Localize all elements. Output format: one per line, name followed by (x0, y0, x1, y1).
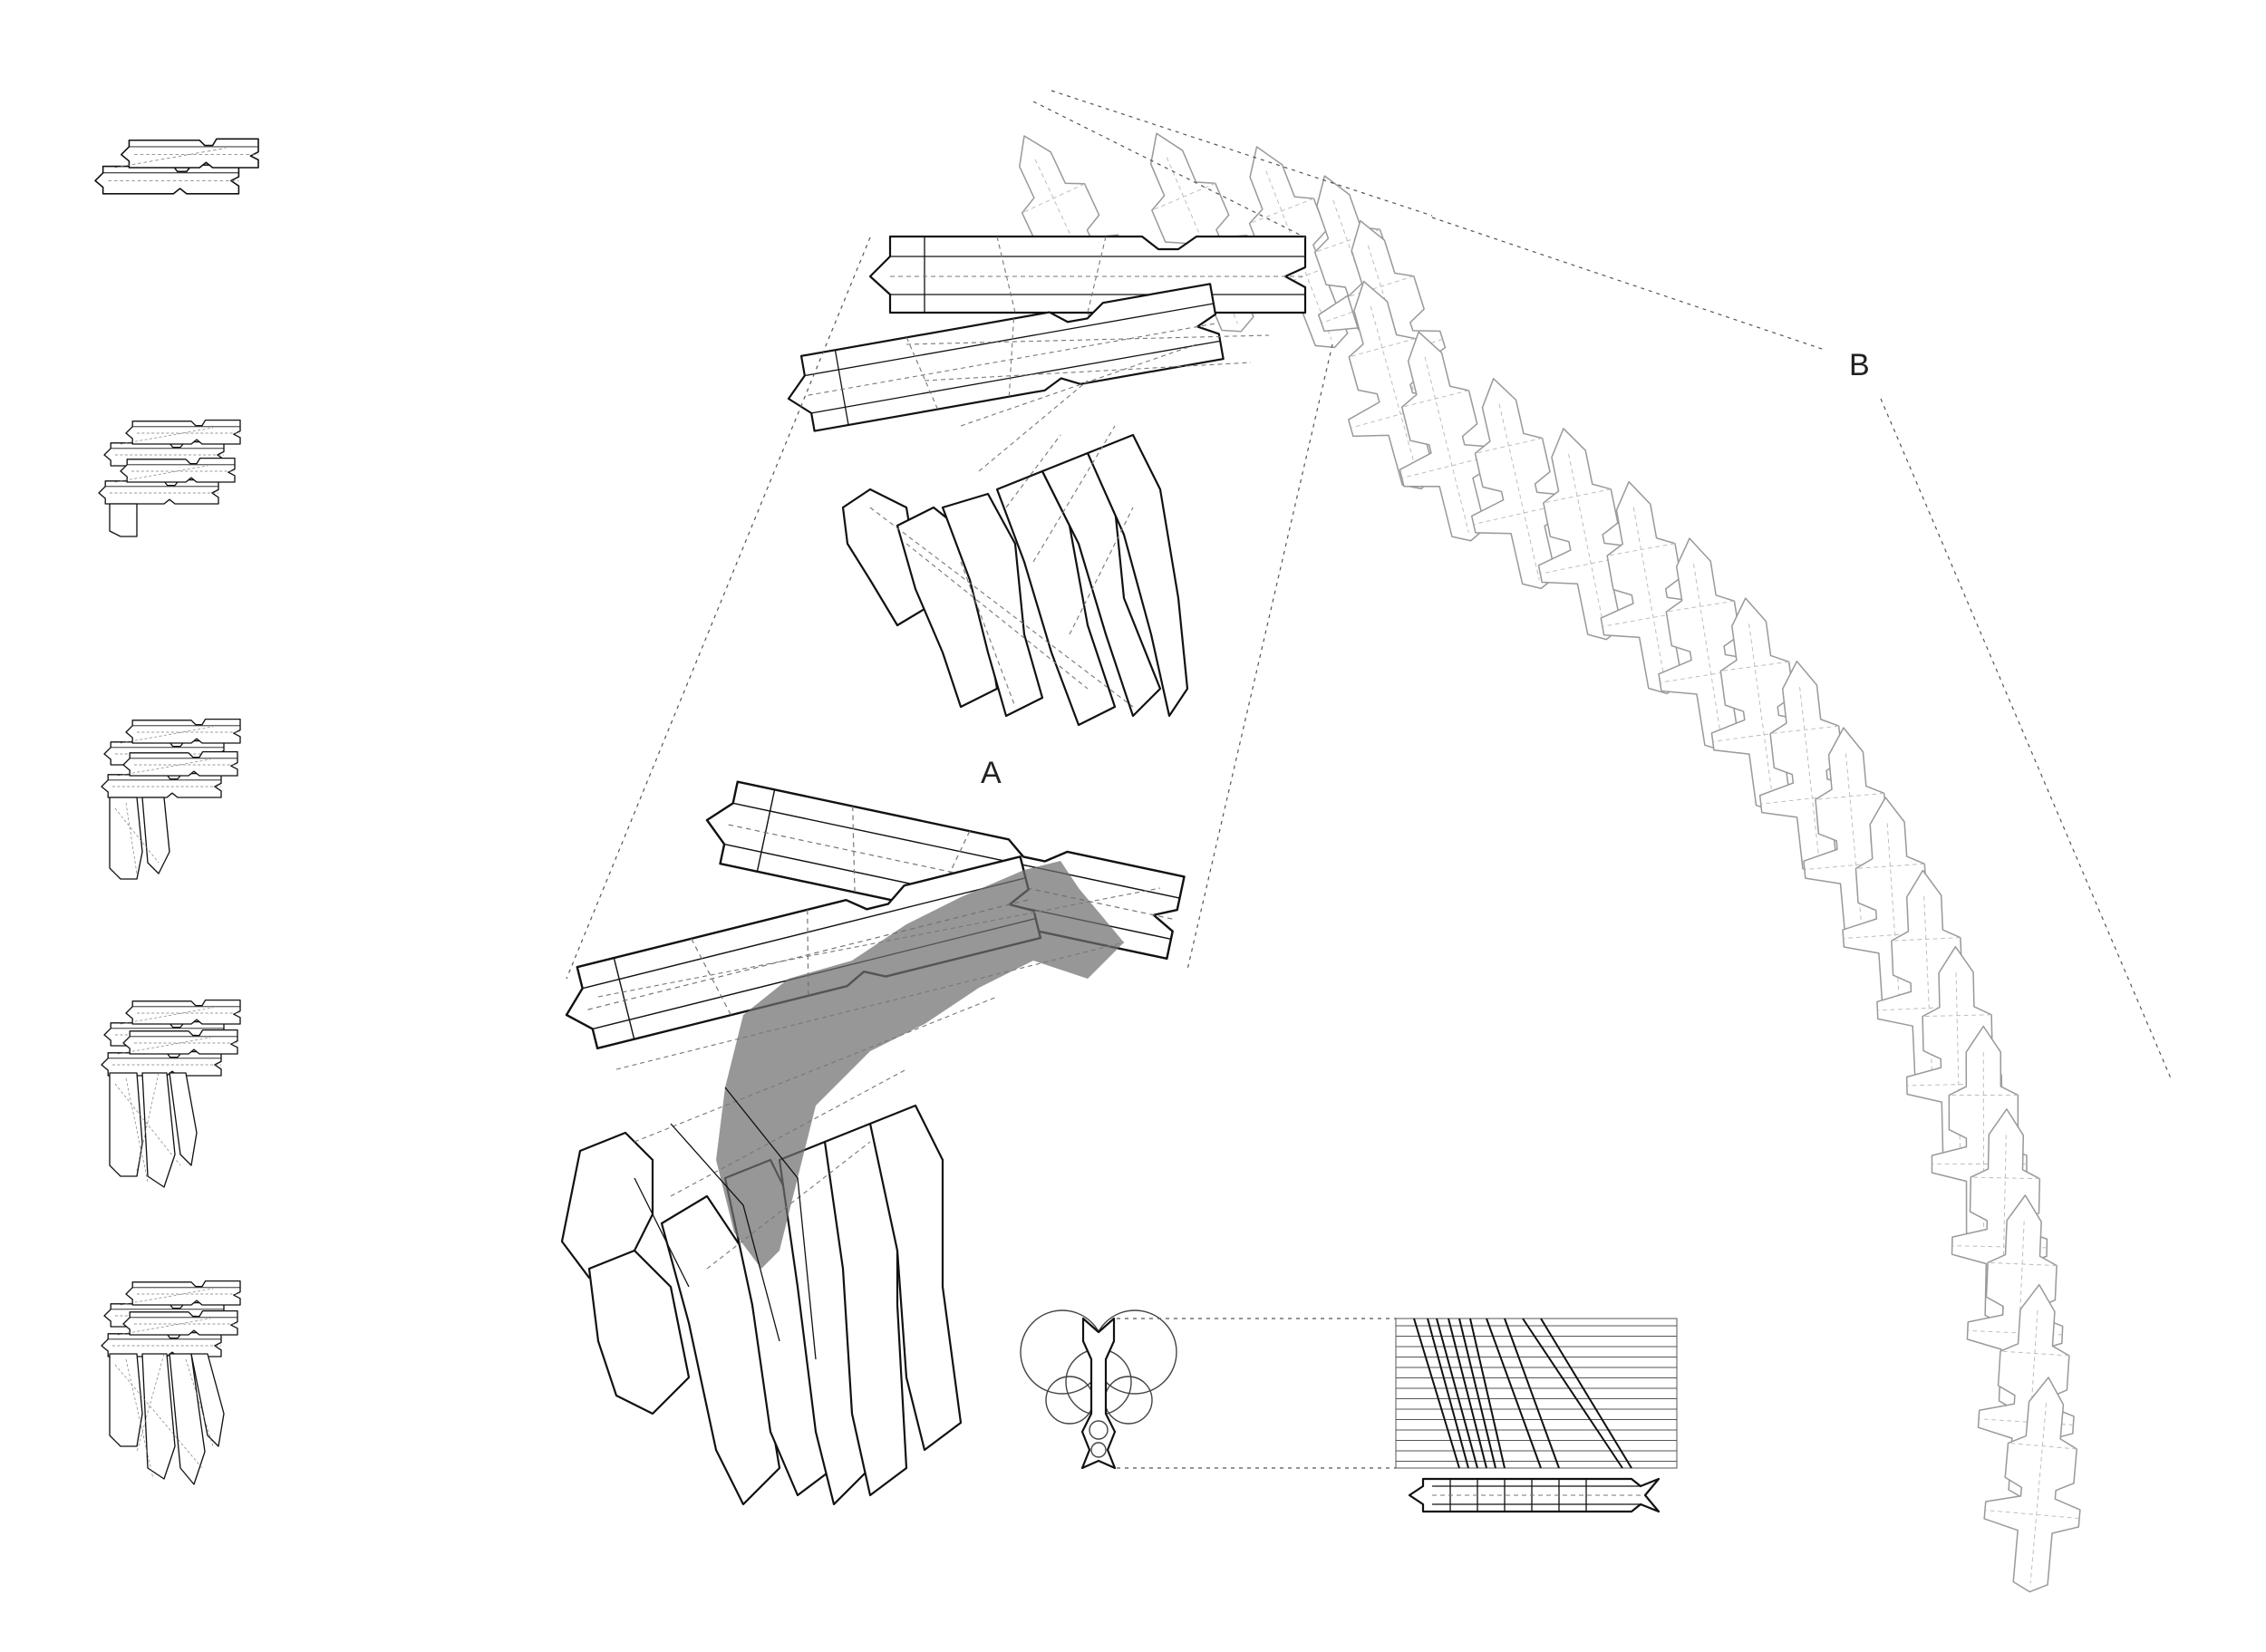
detail-label-a: A (981, 756, 1002, 790)
elevation-slant (1436, 1318, 1478, 1469)
detail-a-enlarged (555, 776, 1186, 1506)
leader-lines-a (566, 237, 1333, 980)
elevation-stripes (1395, 1318, 1678, 1469)
elevation-slant (1504, 1318, 1560, 1469)
thumbnail-3 (101, 718, 241, 880)
elevation-slant (1522, 1318, 1623, 1469)
elevation-slant (1448, 1318, 1487, 1469)
thumbnail-1 (94, 138, 259, 195)
thumbnail-5 (101, 1280, 241, 1485)
thumbnail-4 (101, 999, 241, 1188)
leader-top (1032, 90, 1433, 238)
projection-lines (1117, 1318, 1396, 1469)
elevation-slant (1540, 1318, 1632, 1469)
elevation-slant (1413, 1318, 1460, 1469)
ghost-module (1977, 1372, 2093, 1597)
detail-a-bundle (780, 235, 1307, 727)
plan-strip (1408, 1477, 1661, 1513)
shaded-core (716, 861, 1124, 1269)
elevation-slant (1469, 1318, 1506, 1469)
thumbnail-2 (98, 419, 241, 537)
elevation-slant (1458, 1318, 1496, 1469)
profile-section (1020, 1309, 1177, 1470)
detail-label-b: B (1849, 348, 1870, 382)
leader-lines-b (1431, 217, 2172, 1079)
elevation-slant (1486, 1318, 1542, 1469)
elevation-slant (1427, 1318, 1469, 1469)
elevation-frame (1395, 1318, 1678, 1469)
